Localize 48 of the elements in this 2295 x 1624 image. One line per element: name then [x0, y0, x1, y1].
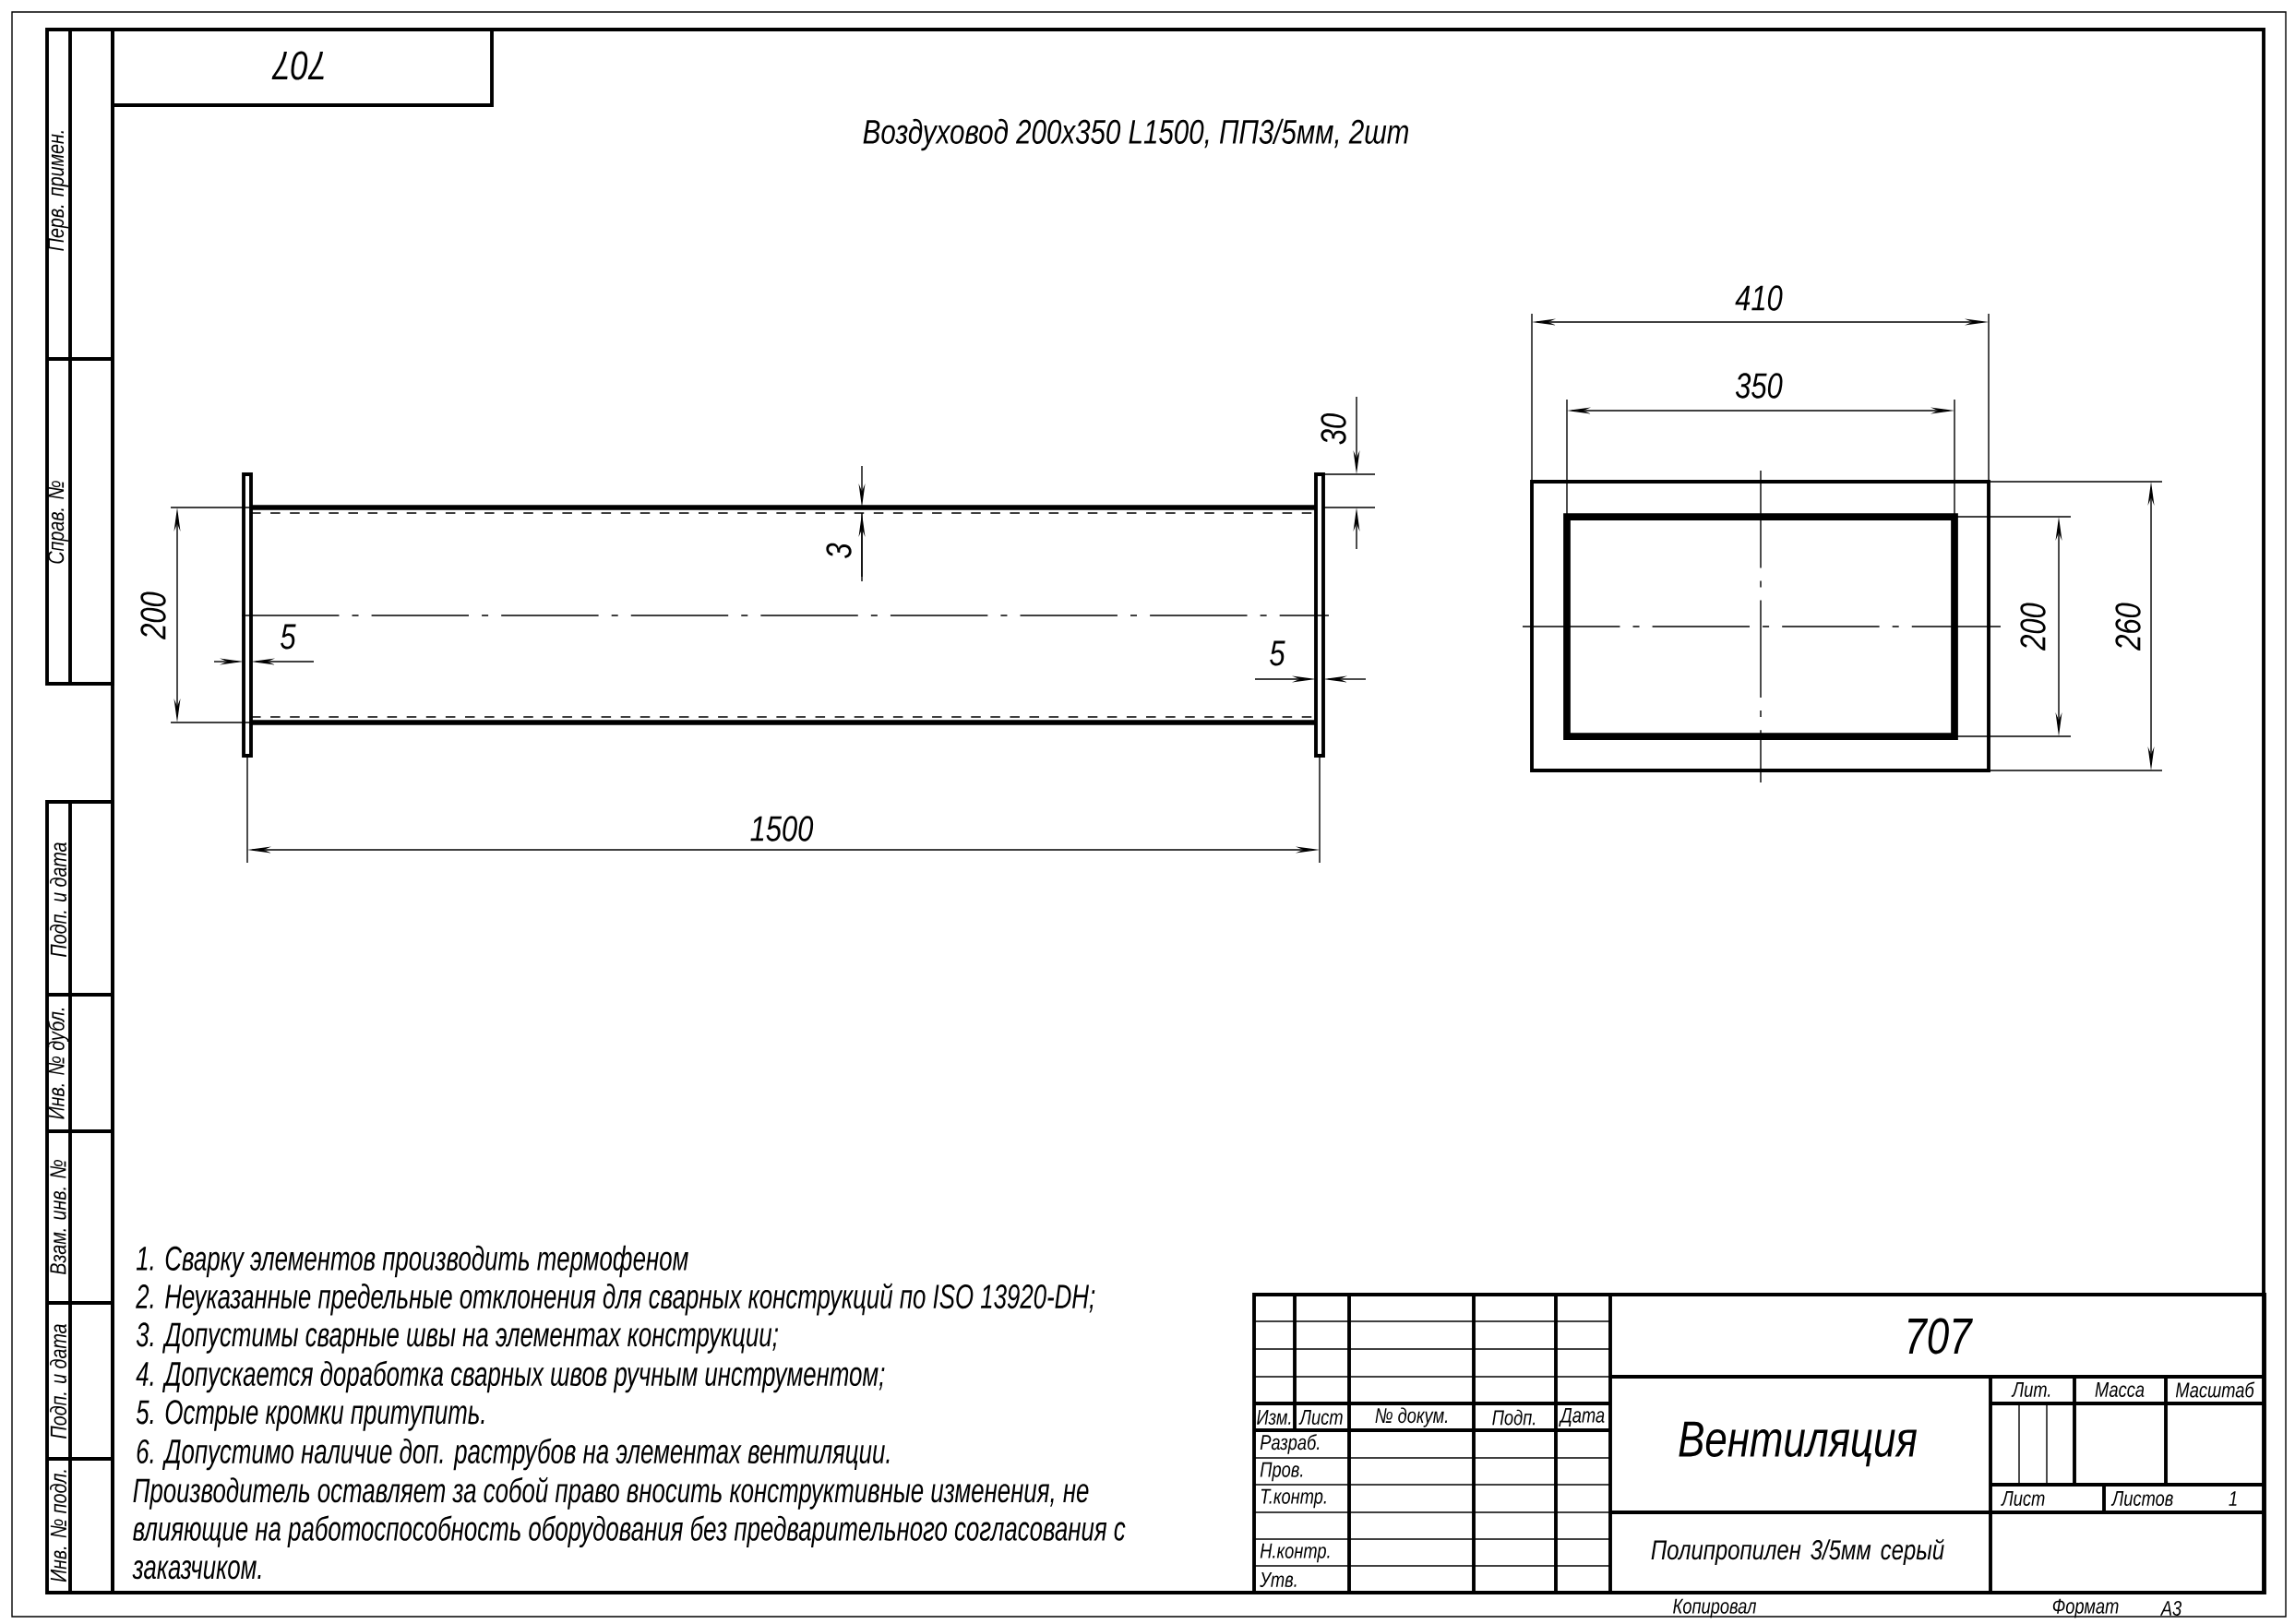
designation-text: 707 — [271, 51, 324, 80]
drawing-name: Вентиляция — [1679, 1421, 1917, 1467]
note-text: 3. Допустимы сварные швы на элементах конструкции; — [136, 1322, 778, 1354]
stamp-label: Подп. и дата — [50, 1324, 67, 1439]
stamp-label: Перв. примен. — [48, 131, 69, 251]
column-header: Дата — [1559, 1407, 1605, 1427]
column-header: Масса — [2095, 1382, 2145, 1397]
dimension-label: 30 — [1321, 413, 1346, 445]
dimension-label: 5 — [1270, 640, 1285, 666]
dimension-label: 260 — [2115, 603, 2141, 651]
footer-label: Копировал — [1673, 1598, 1757, 1618]
footer-label: Формат — [2052, 1598, 2119, 1618]
column-header: № докум. — [1375, 1407, 1448, 1427]
column-header: Масштаб — [2175, 1381, 2255, 1398]
dimension-label: 200 — [2020, 603, 2046, 651]
dimension-label: 350 — [1735, 373, 1783, 399]
note-text: 5. Острые кромки притупить. — [136, 1400, 484, 1431]
stamp-label: Справ. № — [47, 481, 69, 564]
dimension-label: 200 — [140, 591, 166, 639]
row-label: Разраб. — [1260, 1434, 1320, 1454]
stamp-label: Подп. и дата — [50, 842, 67, 957]
field-value: 1 — [2229, 1491, 2237, 1506]
dimension-label: 410 — [1735, 285, 1783, 311]
note-text: 6. Допустимо наличие доп. раструбов на элементах вентиляции. — [137, 1438, 890, 1471]
column-header: Лист — [1298, 1410, 1343, 1425]
field-label: Лист — [2001, 1491, 2045, 1506]
row-label: Пров. — [1260, 1462, 1303, 1482]
column-header: Изм. — [1257, 1410, 1291, 1425]
field-label: Листов — [2110, 1491, 2173, 1506]
row-label: Т.контр. — [1261, 1488, 1326, 1509]
dimension-label: 5 — [281, 624, 296, 650]
column-header: Подп. — [1492, 1409, 1536, 1426]
row-label: Утв. — [1260, 1572, 1297, 1587]
stamp-label: Инв. № дубл. — [47, 1009, 69, 1119]
stamp-label: Взам. инв. № — [50, 1160, 66, 1275]
material-text: Полипропилен 3/5мм серый — [1651, 1538, 1944, 1566]
drawing-title: Воздуховод 200х350 L1500, ПП3/5мм, 2шт — [863, 118, 1408, 151]
dimension-label: 3 — [826, 543, 852, 558]
note-text: 1. Сварку элементов производить термофеном — [136, 1245, 688, 1278]
note-text: 2. Неуказанные предельные отклонения для сварных конструкций по ISO 13920-DH; — [136, 1283, 1095, 1316]
note-text: 4. Допускается доработка сварных швов ручным инструментом; — [136, 1360, 885, 1393]
column-header: Лит. — [2011, 1382, 2050, 1397]
designation-text: 707 — [1907, 1318, 1973, 1355]
dimension-label: 1500 — [750, 816, 814, 842]
stamp-label: Инв. № подл. — [50, 1470, 67, 1582]
footer-label: А3 — [2159, 1600, 2182, 1617]
row-label: Н.контр. — [1260, 1543, 1330, 1563]
note-text: Производитель оставляет за собой право вносить конструктивные изменения, не влияющие на работоспособность оборудования без предварительного согласования с заказчиком. — [132, 1476, 1126, 1580]
